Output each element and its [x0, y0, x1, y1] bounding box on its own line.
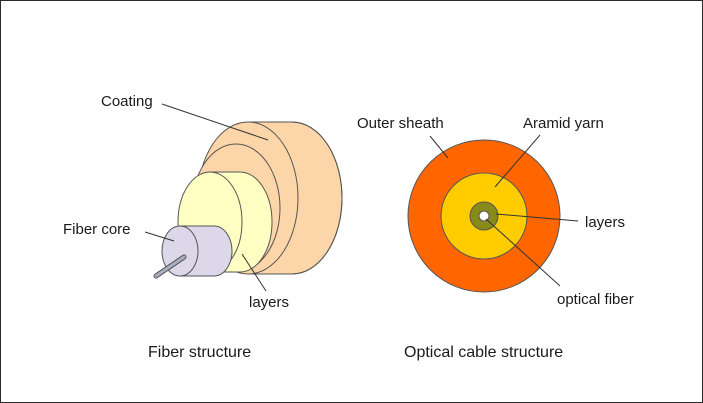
aramid-yarn-label: Aramid yarn: [523, 115, 604, 132]
fiber-core-label: Fiber core: [63, 221, 131, 238]
outer-sheath-label: Outer sheath: [357, 115, 444, 132]
optical-fiber-label: optical fiber: [557, 291, 634, 308]
cable-structure: Outer sheath Aramid yarn layers optical …: [357, 115, 634, 361]
optical-fiber-leader: [485, 218, 561, 287]
cable-layers-leader: [495, 213, 579, 222]
fiber-layers-label: layers: [249, 294, 289, 311]
aramid-yarn-leader: [494, 134, 541, 188]
fiber-structure: Coating Fiber core layers Fiber structur…: [63, 93, 343, 361]
cable-layers-label: layers: [585, 214, 625, 231]
fiber-layers-leader: [241, 253, 267, 292]
coating-label: Coating: [101, 93, 153, 110]
fiber-core-leader: [144, 231, 175, 242]
fiber-core-cylinder: [161, 225, 233, 277]
optical-fiber-center: [478, 210, 490, 222]
fiber-structure-caption: Fiber structure: [148, 344, 251, 361]
outer-sheath-leader: [429, 135, 449, 159]
coating-leader: [161, 103, 269, 141]
cable-structure-caption: Optical cable structure: [404, 344, 563, 361]
